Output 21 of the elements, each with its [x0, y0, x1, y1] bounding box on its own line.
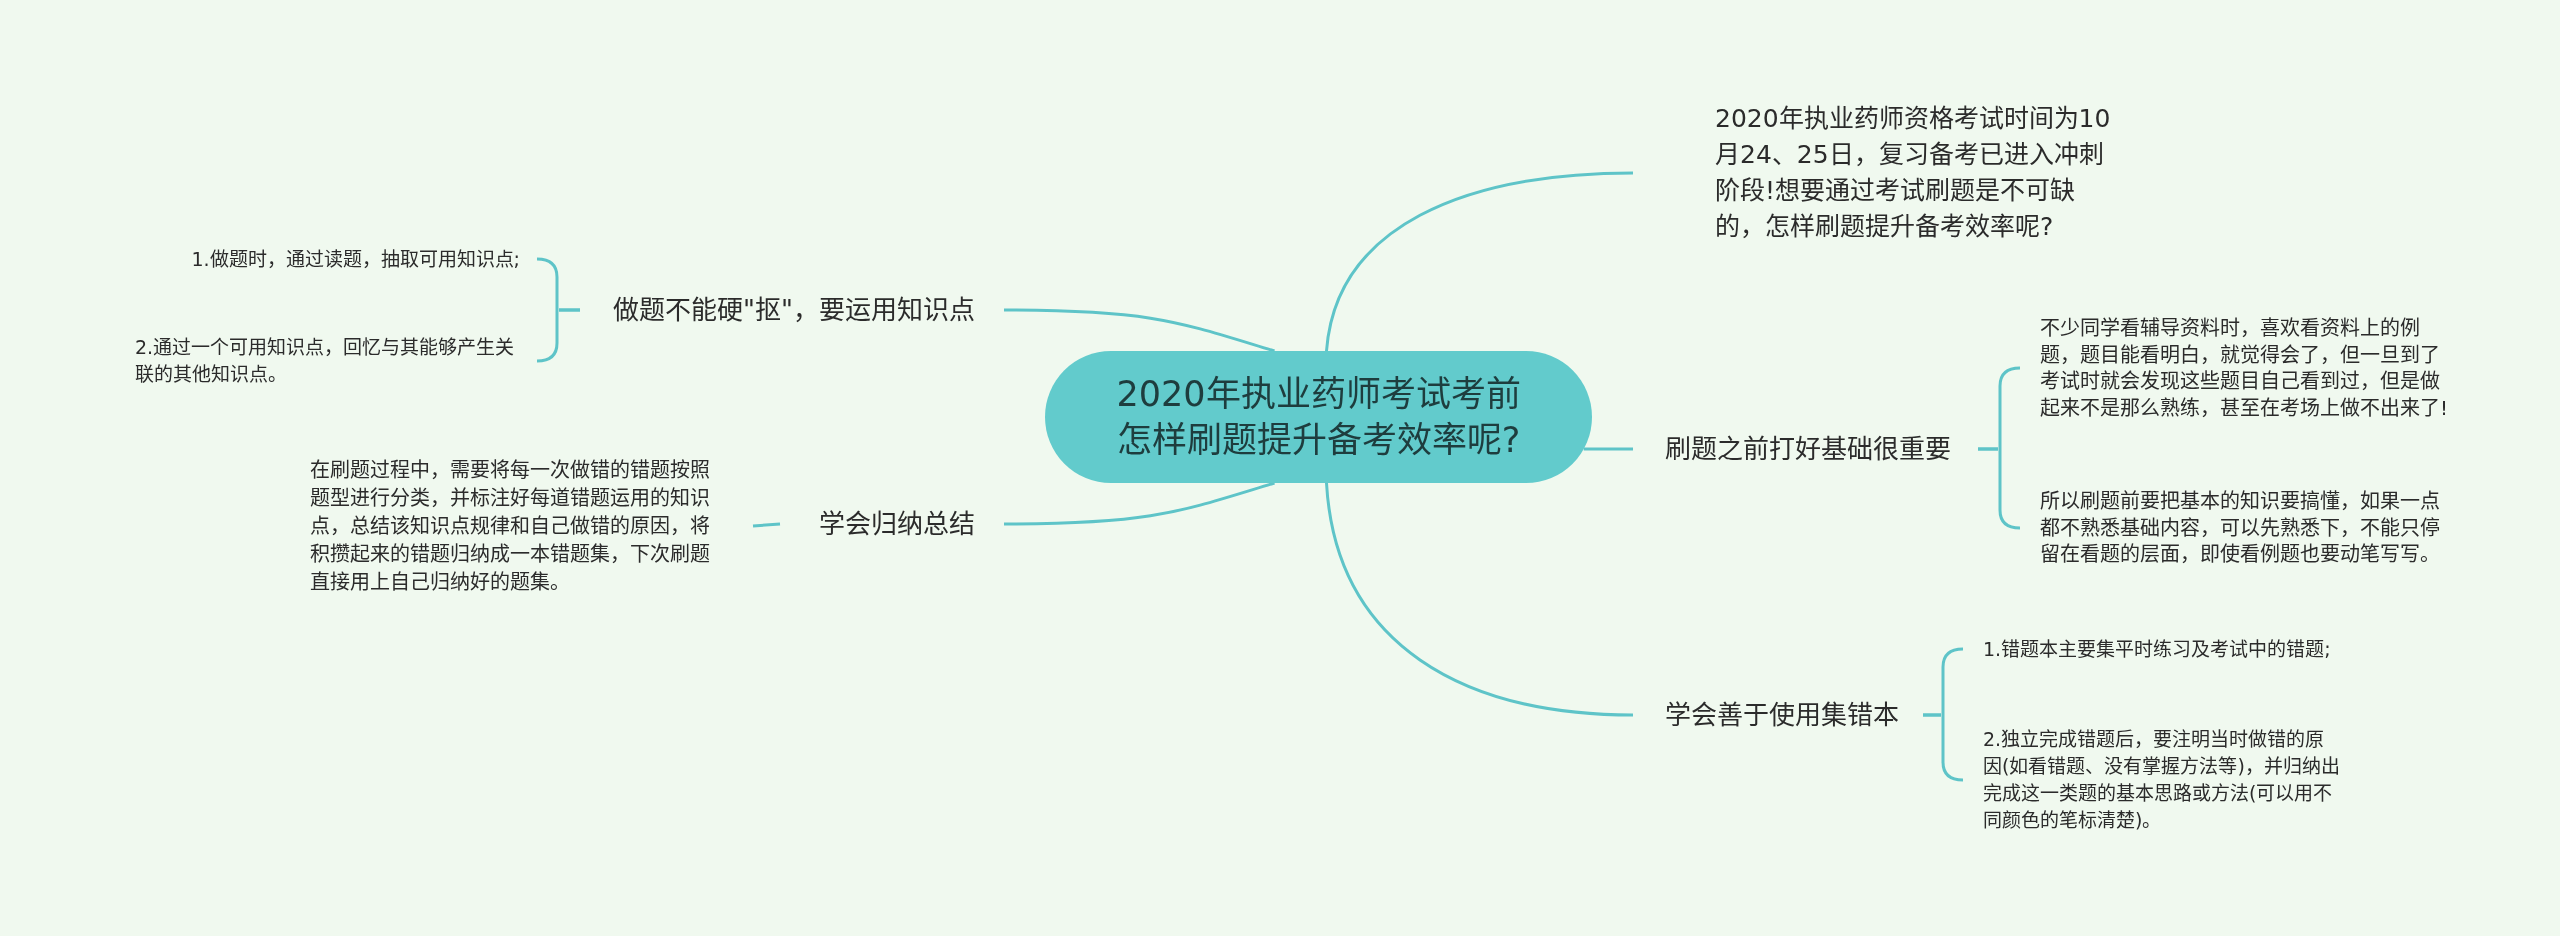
brace-connector: [1976, 447, 2022, 530]
note-text: 1.错题本主要集平时练习及考试中的错题;: [1983, 637, 2332, 662]
note-text: 2.独立完成错题后，要注明当时做错的原因(如看错题、没有掌握方法等)，并归纳出完成这一类题的基本思路或方法(可以用不同颜色的笔标清楚)。: [1983, 727, 2341, 833]
topic-text: 刷题之前打好基础很重要: [1665, 433, 1952, 466]
topic-text: 学会善于使用集错本: [1665, 699, 1900, 732]
central-topic-text: 2020年执业药师考试考前怎样刷题提升备考效率呢?: [1115, 373, 1522, 462]
connector-curve: [1004, 308, 1275, 353]
note-text: 不少同学看辅导资料时，喜欢看资料上的例题，题目能看明白，就觉得会了，但一旦到了考试时就会发现这些题目自己看到过，但是做起来不是那么熟练，甚至在考场上做不出来了!: [2040, 315, 2450, 421]
brace-connector: [1921, 713, 1965, 782]
note-text: 2.通过一个可用知识点，回忆与其能够产生关联的其他知识点。: [135, 335, 516, 387]
note-text: 在刷题过程中，需要将每一次做错的错题按照题型进行分类，并标注好每道错题运用的知识点，总结该知识点规律和自己做错的原因，将积攒起来的错题归纳成一本错题集，下次刷题直接用上自己归纳好的题集。: [310, 457, 711, 596]
connector-curve: [1583, 447, 1633, 451]
connector-curve: [1325, 171, 1634, 352]
topic-text: 做题不能硬"抠"，要运用知识点: [612, 294, 975, 327]
note-text: 1.做题时，通过读题，抽取可用知识点;: [190, 247, 520, 272]
note-text: 所以刷题前要把基本的知识要搞懂，如果一点都不熟悉基础内容，可以先熟悉下，不能只停留在看题的层面，即使看例题也要动笔写写。: [2040, 488, 2441, 568]
brace-connector: [535, 308, 582, 363]
connector-curve: [1325, 482, 1634, 717]
topic-text: 2020年执业药师资格考试时间为10月24、25日，复习备考已进入冲刺阶段!想要通过考试刷题是不可缺的，怎样刷题提升备考效率呢?: [1715, 103, 2112, 243]
topic-text: 学会归纳总结: [818, 508, 975, 541]
connector-curve: [1004, 481, 1275, 526]
